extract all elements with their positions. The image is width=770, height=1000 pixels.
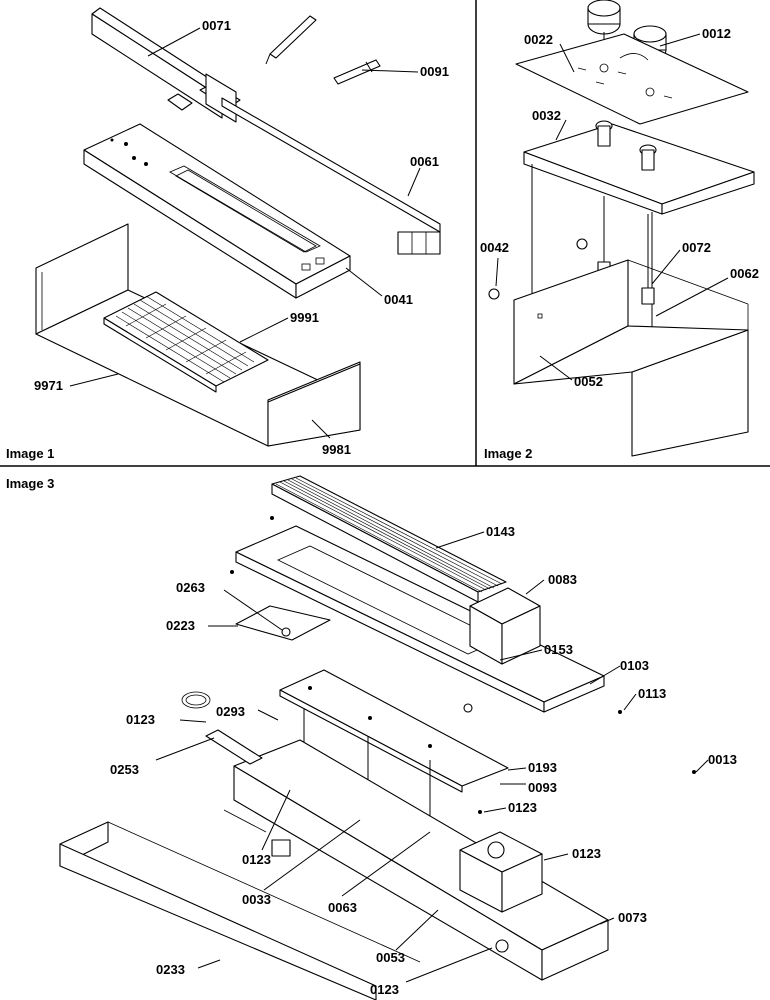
small-hardware bbox=[230, 516, 696, 953]
label-0032: 0032 bbox=[532, 108, 561, 123]
part-0091-clips bbox=[265, 15, 381, 85]
image1-leaders bbox=[69, 27, 421, 439]
label-0253: 0253 bbox=[110, 762, 139, 777]
label-9991: 9991 bbox=[290, 310, 319, 325]
label-0193: 0193 bbox=[528, 760, 557, 775]
part-0093-cover bbox=[279, 669, 509, 836]
label-0083: 0083 bbox=[548, 572, 577, 587]
label-0123-d: 0123 bbox=[572, 846, 601, 861]
label-0052: 0052 bbox=[574, 374, 603, 389]
label-0012: 0012 bbox=[702, 26, 731, 41]
part-0041-panel bbox=[83, 123, 351, 299]
image2-leaders bbox=[495, 33, 729, 381]
label-0263: 0263 bbox=[176, 580, 205, 595]
part-0083-box bbox=[469, 587, 541, 665]
label-0123-b: 0123 bbox=[508, 800, 537, 815]
part-control-box bbox=[459, 831, 543, 913]
label-0233: 0233 bbox=[156, 962, 185, 977]
image3-panel: Image 3 bbox=[6, 475, 737, 1000]
label-0072: 0072 bbox=[682, 240, 711, 255]
label-0042: 0042 bbox=[480, 240, 509, 255]
part-9981-endplate bbox=[267, 363, 361, 447]
image2-panel: 0022 0012 0032 0042 0072 0062 0052 Image… bbox=[480, 0, 759, 461]
part-0253-tube bbox=[181, 691, 291, 857]
label-0103: 0103 bbox=[620, 658, 649, 673]
label-0013: 0013 bbox=[708, 752, 737, 767]
image1-panel: 0071 0091 0061 0041 9991 9971 9981 Image… bbox=[6, 7, 449, 461]
image3-leaders bbox=[155, 531, 709, 983]
label-0091: 0091 bbox=[420, 64, 449, 79]
part-0022-plate bbox=[515, 33, 749, 125]
part-9991-grille bbox=[103, 291, 269, 393]
panel-dividers bbox=[0, 0, 770, 467]
label-0071: 0071 bbox=[202, 18, 231, 33]
part-0052-box bbox=[513, 259, 749, 457]
label-0073: 0073 bbox=[618, 910, 647, 925]
label-0041: 0041 bbox=[384, 292, 413, 307]
part-0233-front bbox=[59, 821, 421, 1000]
image3-caption: Image 3 bbox=[6, 476, 54, 491]
label-0123-e: 0123 bbox=[370, 982, 399, 997]
label-0123-a: 0123 bbox=[126, 712, 155, 727]
part-0071-bracket bbox=[91, 7, 441, 255]
part-0042-screws bbox=[488, 238, 588, 300]
label-9971: 9971 bbox=[34, 378, 63, 393]
label-9981: 9981 bbox=[322, 442, 351, 457]
label-0293: 0293 bbox=[216, 704, 245, 719]
label-0123-c: 0123 bbox=[242, 852, 271, 867]
label-0062: 0062 bbox=[730, 266, 759, 281]
label-0061: 0061 bbox=[410, 154, 439, 169]
label-0223: 0223 bbox=[166, 618, 195, 633]
label-0053: 0053 bbox=[376, 950, 405, 965]
label-0153: 0153 bbox=[544, 642, 573, 657]
label-0022: 0022 bbox=[524, 32, 553, 47]
part-0012-knobs bbox=[587, 0, 667, 90]
label-0033: 0033 bbox=[242, 892, 271, 907]
label-0113: 0113 bbox=[638, 686, 666, 701]
label-0093: 0093 bbox=[528, 780, 557, 795]
part-0032-housing bbox=[523, 123, 755, 330]
label-0143: 0143 bbox=[486, 524, 515, 539]
image2-caption: Image 2 bbox=[484, 446, 532, 461]
label-0063: 0063 bbox=[328, 900, 357, 915]
image1-caption: Image 1 bbox=[6, 446, 54, 461]
